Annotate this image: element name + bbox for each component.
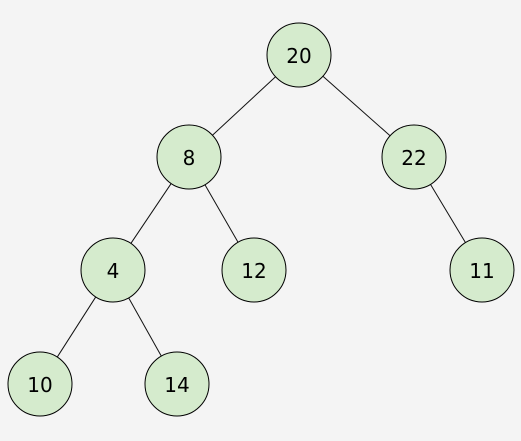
tree-node: 10 [7,351,73,417]
tree-edge [128,297,162,357]
tree-node-label: 11 [469,259,494,283]
tree-node-label: 22 [401,146,426,170]
tree-node-label: 12 [241,259,266,283]
tree-edge [212,76,276,136]
tree-nodes: 20 8 22 4 12 11 10 14 [7,22,515,417]
tree-node-label: 4 [107,259,120,283]
tree-node: 11 [449,237,515,303]
tree-node-label: 10 [27,373,52,397]
tree-node: 14 [144,351,210,417]
tree-node-circle [449,237,515,303]
tree-edge [204,184,239,243]
tree-node: 22 [381,124,447,190]
tree-node-label: 8 [183,146,196,170]
tree-edge [56,296,97,358]
tree-node: 12 [221,237,287,303]
tree-node-circle [156,124,222,190]
tree-node-label: 20 [286,44,311,68]
tree-node-circle [221,237,287,303]
tree-node: 20 [266,22,332,88]
tree-edge [130,183,172,244]
tree-node-circle [144,351,210,417]
tree-node-circle [266,22,332,88]
tree-node: 4 [80,237,146,303]
tree-edges [56,75,466,358]
tree-node-circle [381,124,447,190]
tree-node-circle [7,351,73,417]
tree-edge [430,184,466,243]
tree-node: 8 [156,124,222,190]
tree-node-label: 14 [164,373,189,397]
tree-edge [322,75,391,137]
tree-node-circle [80,237,146,303]
